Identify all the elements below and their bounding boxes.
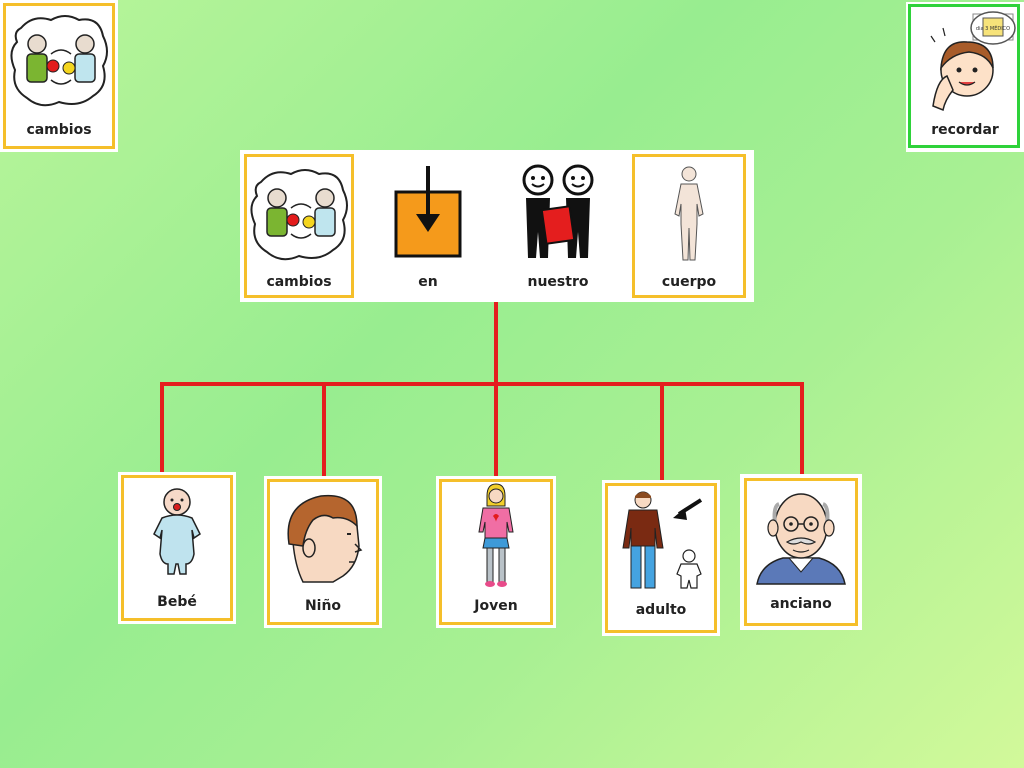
- stage-label: Bebé: [157, 594, 197, 610]
- stage-label: Niño: [304, 598, 342, 614]
- youth-icon: [478, 483, 514, 587]
- stage-card-joven[interactable]: Joven: [436, 476, 556, 628]
- connector-drop-bebe: [160, 384, 164, 476]
- title-word-label: cuerpo: [661, 274, 717, 290]
- adult-with-baby-icon: [622, 491, 703, 589]
- connector-drop-adulto: [660, 384, 664, 484]
- title-word-label: nuestro: [527, 274, 589, 290]
- stage-card-anciano[interactable]: anciano: [740, 474, 862, 630]
- corner-card-cambios[interactable]: cambios: [0, 0, 118, 152]
- title-word-label: cambios: [266, 274, 332, 290]
- child-head-icon: [287, 494, 363, 583]
- baby-icon: [153, 488, 201, 575]
- title-card-nuestro[interactable]: nuestro: [498, 152, 618, 300]
- stage-label: adulto: [635, 602, 687, 618]
- title-card-cuerpo[interactable]: cuerpo: [630, 152, 748, 300]
- connector-drop-anciano: [800, 384, 804, 476]
- our-people-icon: [522, 164, 594, 258]
- title-card-en[interactable]: en: [368, 152, 488, 300]
- in-box-icon: [394, 166, 462, 258]
- stage-card-adulto[interactable]: adulto: [602, 480, 720, 636]
- title-card-cambios[interactable]: cambios: [242, 152, 356, 300]
- body-icon: [674, 166, 704, 261]
- stage-card-nino[interactable]: Niño: [264, 476, 382, 628]
- exchange-icon: [10, 15, 108, 107]
- title-panel: cambios en nuest: [240, 150, 754, 302]
- title-word-label: en: [418, 274, 438, 290]
- stage-card-bebe[interactable]: Bebé: [118, 472, 236, 624]
- stage-label: Joven: [474, 598, 518, 614]
- connector-drop-nino: [322, 384, 326, 480]
- connector-drop-joven: [494, 384, 498, 480]
- remember-icon: dia 3 MÉDICO: [930, 11, 1016, 112]
- note-text: dia 3 MÉDICO: [976, 24, 1010, 32]
- connector-trunk: [494, 302, 498, 384]
- stage-label: anciano: [770, 596, 832, 612]
- elderly-man-icon: [756, 493, 846, 585]
- connector-horizontal: [160, 382, 804, 386]
- corner-card-label: recordar: [931, 122, 999, 138]
- exchange-icon: [250, 169, 348, 261]
- corner-card-recordar[interactable]: dia 3 MÉDICO recordar: [906, 2, 1024, 152]
- corner-card-label: cambios: [26, 122, 92, 138]
